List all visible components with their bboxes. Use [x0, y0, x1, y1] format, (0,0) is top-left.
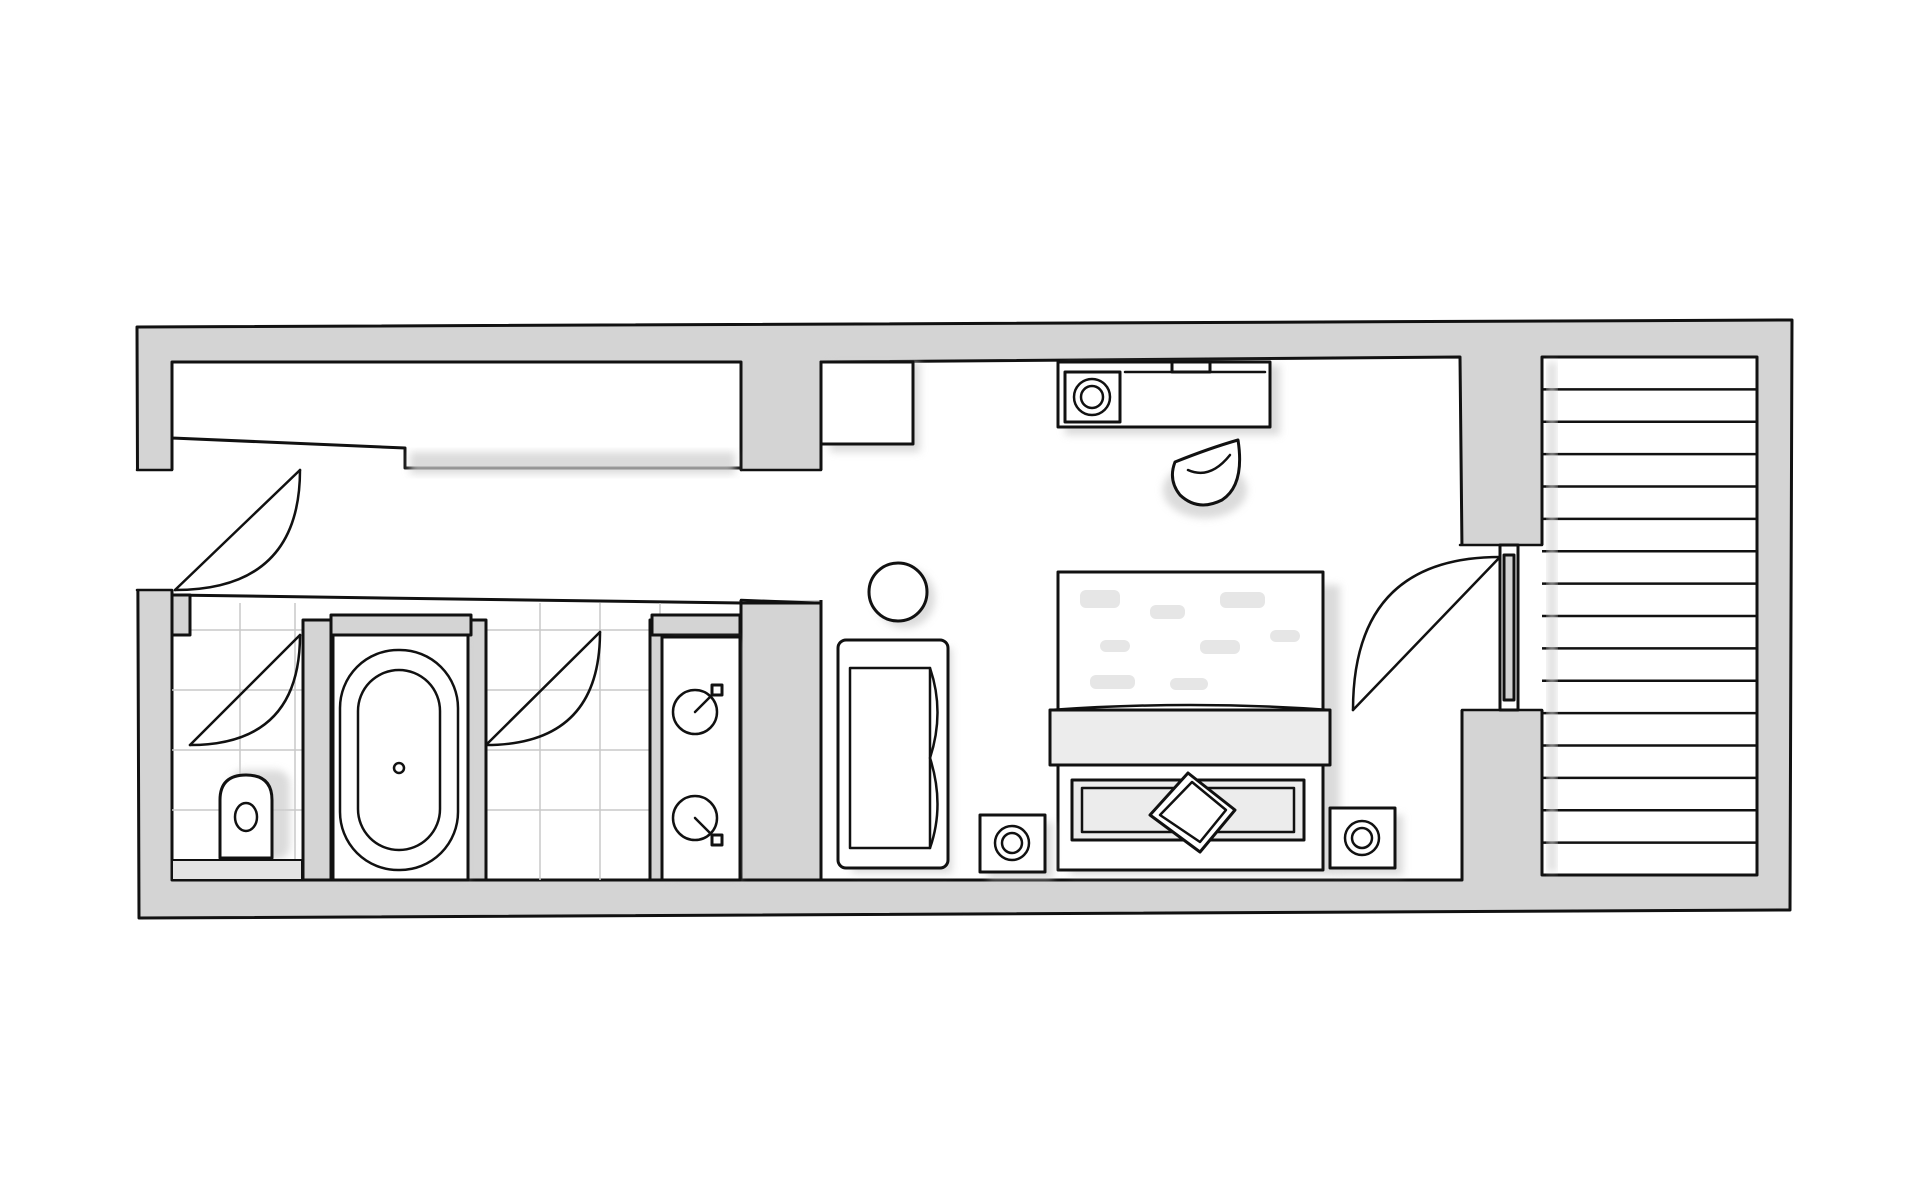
bed-texture: [1080, 590, 1300, 690]
corridor-right-wall: [739, 601, 823, 882]
toilet-door: [188, 633, 302, 747]
desk: [1056, 360, 1280, 435]
vanity-partition: [648, 618, 664, 882]
entry-opening: [135, 470, 175, 590]
vanity-wall-top: [650, 613, 742, 637]
balcony-door: [1351, 543, 1520, 712]
wardrobe: [819, 360, 915, 446]
bathtub: [331, 633, 470, 882]
sofa: [836, 638, 952, 873]
bath-partition: [466, 618, 488, 882]
corridor-bedroom-opening: [739, 470, 823, 600]
balcony-decking: [1542, 388, 1757, 844]
toilet-partition: [301, 618, 333, 882]
double-bed: [1048, 570, 1340, 875]
nightstand-left: [978, 813, 1053, 879]
toilet: [218, 770, 290, 860]
nightstand-right: [1328, 806, 1403, 875]
toilet-wall-top: [170, 593, 192, 637]
side-table: [867, 561, 935, 628]
entry-door: [173, 468, 302, 592]
toilet-ledge: [171, 859, 303, 881]
bath-wall-top: [329, 613, 473, 637]
double-sink: [660, 635, 742, 882]
bathroom-door: [484, 630, 602, 747]
chair: [1163, 438, 1247, 518]
